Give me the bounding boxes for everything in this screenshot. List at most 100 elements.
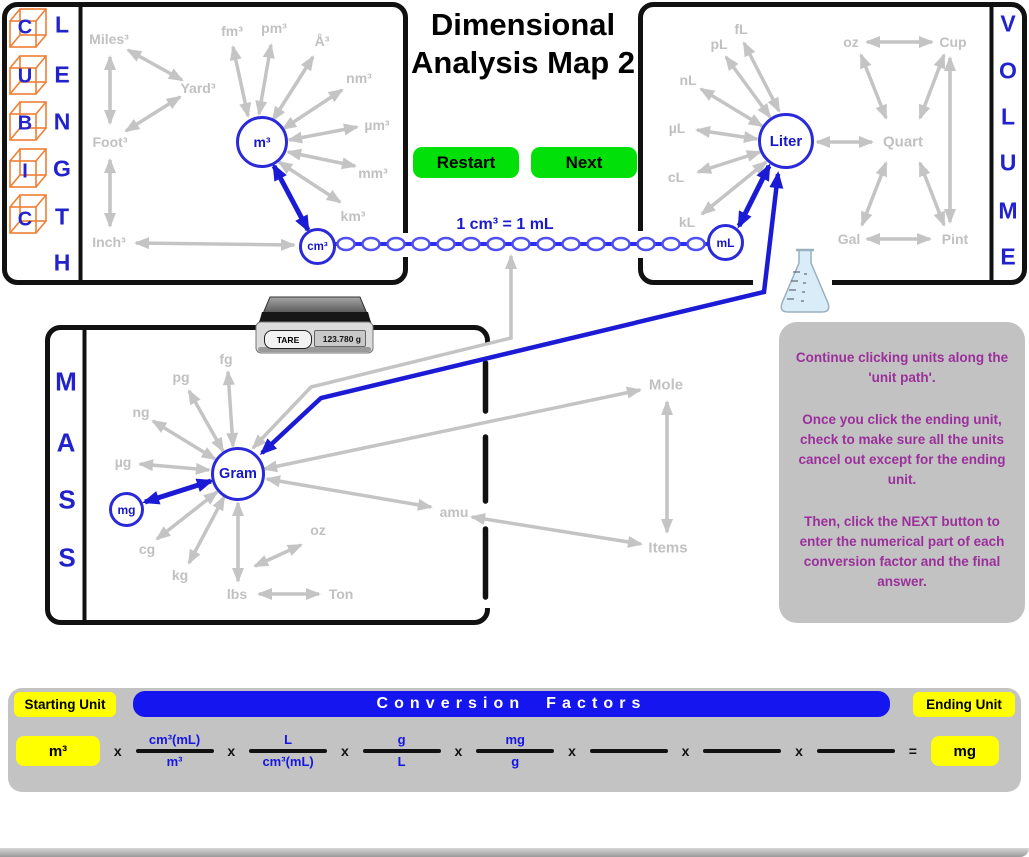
factor-1-numerator: cm³(mL): [148, 732, 201, 747]
conversion-factor-6[interactable]: [703, 732, 782, 770]
volume-letter-l: L: [1000, 103, 1016, 130]
length-letter-g: G: [53, 155, 71, 182]
next-button[interactable]: Next: [531, 147, 637, 178]
mass-letter-a: A: [56, 427, 76, 458]
unit-oz-volume[interactable]: oz: [843, 34, 859, 50]
unit-um3[interactable]: µm³: [364, 117, 390, 133]
unit-circle-liter[interactable]: Liter: [758, 113, 814, 169]
tare-button[interactable]: TARE: [264, 330, 312, 349]
equals-symbol: =: [908, 743, 917, 759]
flask-graphic: [780, 248, 830, 313]
volume-letter-e: E: [1000, 243, 1016, 270]
unit-mole[interactable]: Mole: [648, 376, 684, 394]
fraction-bar: [703, 749, 782, 753]
length-letter-t: T: [54, 203, 70, 230]
starting-unit-label: Starting Unit: [14, 692, 116, 717]
unit-miles3[interactable]: Miles³: [89, 31, 129, 47]
unit-amu[interactable]: amu: [439, 504, 469, 520]
volume-letter-m: M: [998, 197, 1018, 224]
unit-circle-gram[interactable]: Gram: [211, 447, 265, 501]
restart-button[interactable]: Restart: [413, 147, 519, 178]
unit-oz-mass[interactable]: oz: [310, 522, 326, 538]
fraction-bar: [476, 749, 555, 753]
unit-fl[interactable]: fL: [734, 21, 748, 37]
unit-kg[interactable]: kg: [171, 567, 189, 583]
unit-nm3[interactable]: nm³: [346, 70, 372, 86]
unit-foot3[interactable]: Foot³: [92, 134, 128, 150]
conversion-factor-row: m³ x cm³(mL) m³ x L cm³(mL) x g L x mg g…: [8, 720, 1021, 782]
unit-ug[interactable]: µg: [114, 454, 132, 470]
multiply-symbol: x: [681, 743, 690, 759]
ending-unit-label: Ending Unit: [913, 692, 1015, 717]
unit-yard3[interactable]: Yard³: [180, 80, 216, 96]
volume-letter-u: U: [999, 149, 1017, 176]
unit-ng[interactable]: ng: [132, 404, 150, 420]
factor-4-denominator: g: [511, 754, 520, 769]
conversion-factors-title: Conversion Factors: [133, 691, 890, 717]
unit-mm3[interactable]: mm³: [358, 165, 388, 181]
unit-km3[interactable]: km³: [340, 208, 366, 224]
unit-circle-mg[interactable]: mg: [109, 492, 144, 527]
unit-circle-ml[interactable]: mL: [707, 224, 744, 261]
unit-pl[interactable]: pL: [710, 36, 728, 52]
unit-inch3[interactable]: Inch³: [92, 234, 126, 250]
starting-unit-value: m³: [16, 736, 100, 766]
unit-pm3[interactable]: pm³: [261, 20, 287, 36]
unit-kl[interactable]: kL: [678, 214, 696, 230]
instructions-paragraph-1: Continue clicking units along the 'unit …: [795, 350, 1009, 386]
length-letter-e: E: [54, 61, 70, 88]
conversion-factor-4[interactable]: mg g: [476, 732, 555, 770]
unit-ton[interactable]: Ton: [328, 586, 354, 602]
scale-display: 123.780 g: [314, 330, 366, 347]
unit-fg[interactable]: fg: [219, 351, 233, 367]
unit-pg[interactable]: pg: [172, 369, 190, 385]
unit-gal[interactable]: Gal: [837, 231, 861, 247]
conversion-factor-7[interactable]: [816, 732, 895, 770]
cubic-letter-c1: C: [17, 16, 33, 39]
unit-ul[interactable]: µL: [668, 120, 686, 136]
unit-fm3[interactable]: fm³: [221, 23, 243, 39]
cubic-letter-b: B: [17, 112, 33, 135]
multiply-symbol: x: [795, 743, 803, 759]
unit-quart[interactable]: Quart: [882, 133, 924, 151]
conversion-factor-2[interactable]: L cm³(mL): [249, 732, 328, 770]
unit-pint[interactable]: Pint: [941, 231, 969, 247]
multiply-symbol: x: [340, 743, 349, 759]
multiply-symbol: x: [454, 743, 463, 759]
unit-items[interactable]: Items: [648, 539, 688, 557]
unit-nl[interactable]: nL: [679, 72, 697, 88]
cubic-length-panel-border: [2, 2, 408, 285]
volume-panel-border: [638, 2, 1027, 285]
fraction-bar: [589, 749, 668, 753]
instructions-paragraph-2: Once you click the ending unit, check to…: [798, 411, 1006, 488]
unit-circle-m3[interactable]: m³: [236, 116, 288, 168]
fraction-bar: [135, 749, 214, 753]
cubic-cube-icons: [9, 8, 47, 234]
unit-angstrom3[interactable]: Å³: [314, 33, 330, 49]
cubic-letter-c2: C: [17, 208, 33, 231]
conversion-factor-3[interactable]: g L: [362, 732, 441, 770]
chain-link-cm3-ml: [334, 236, 708, 252]
length-letter-l: L: [54, 11, 70, 38]
page-title: Dimensional Analysis Map 2: [411, 7, 635, 80]
fraction-bar: [249, 749, 328, 753]
conversion-factor-1[interactable]: cm³(mL) m³: [135, 732, 214, 770]
unit-cup[interactable]: Cup: [939, 34, 967, 50]
length-letter-n: N: [53, 108, 71, 135]
cubic-letter-u: U: [17, 65, 33, 88]
unit-cl[interactable]: cL: [667, 169, 685, 185]
mass-letter-m: M: [55, 366, 77, 397]
active-path-arrows: [142, 163, 784, 505]
volume-letter-o: O: [999, 57, 1017, 84]
conversion-factor-5[interactable]: [589, 732, 668, 770]
multiply-symbol: x: [113, 743, 122, 759]
unit-lbs[interactable]: lbs: [226, 586, 248, 602]
border-gaps: [398, 231, 832, 608]
unit-circle-cm3[interactable]: cm³: [299, 228, 336, 265]
unit-cg[interactable]: cg: [138, 541, 156, 557]
fraction-bar: [362, 749, 441, 753]
window-bottom-edge: [0, 848, 1029, 857]
conversion-factors-bar: Starting Unit Conversion Factors Ending …: [8, 688, 1021, 792]
